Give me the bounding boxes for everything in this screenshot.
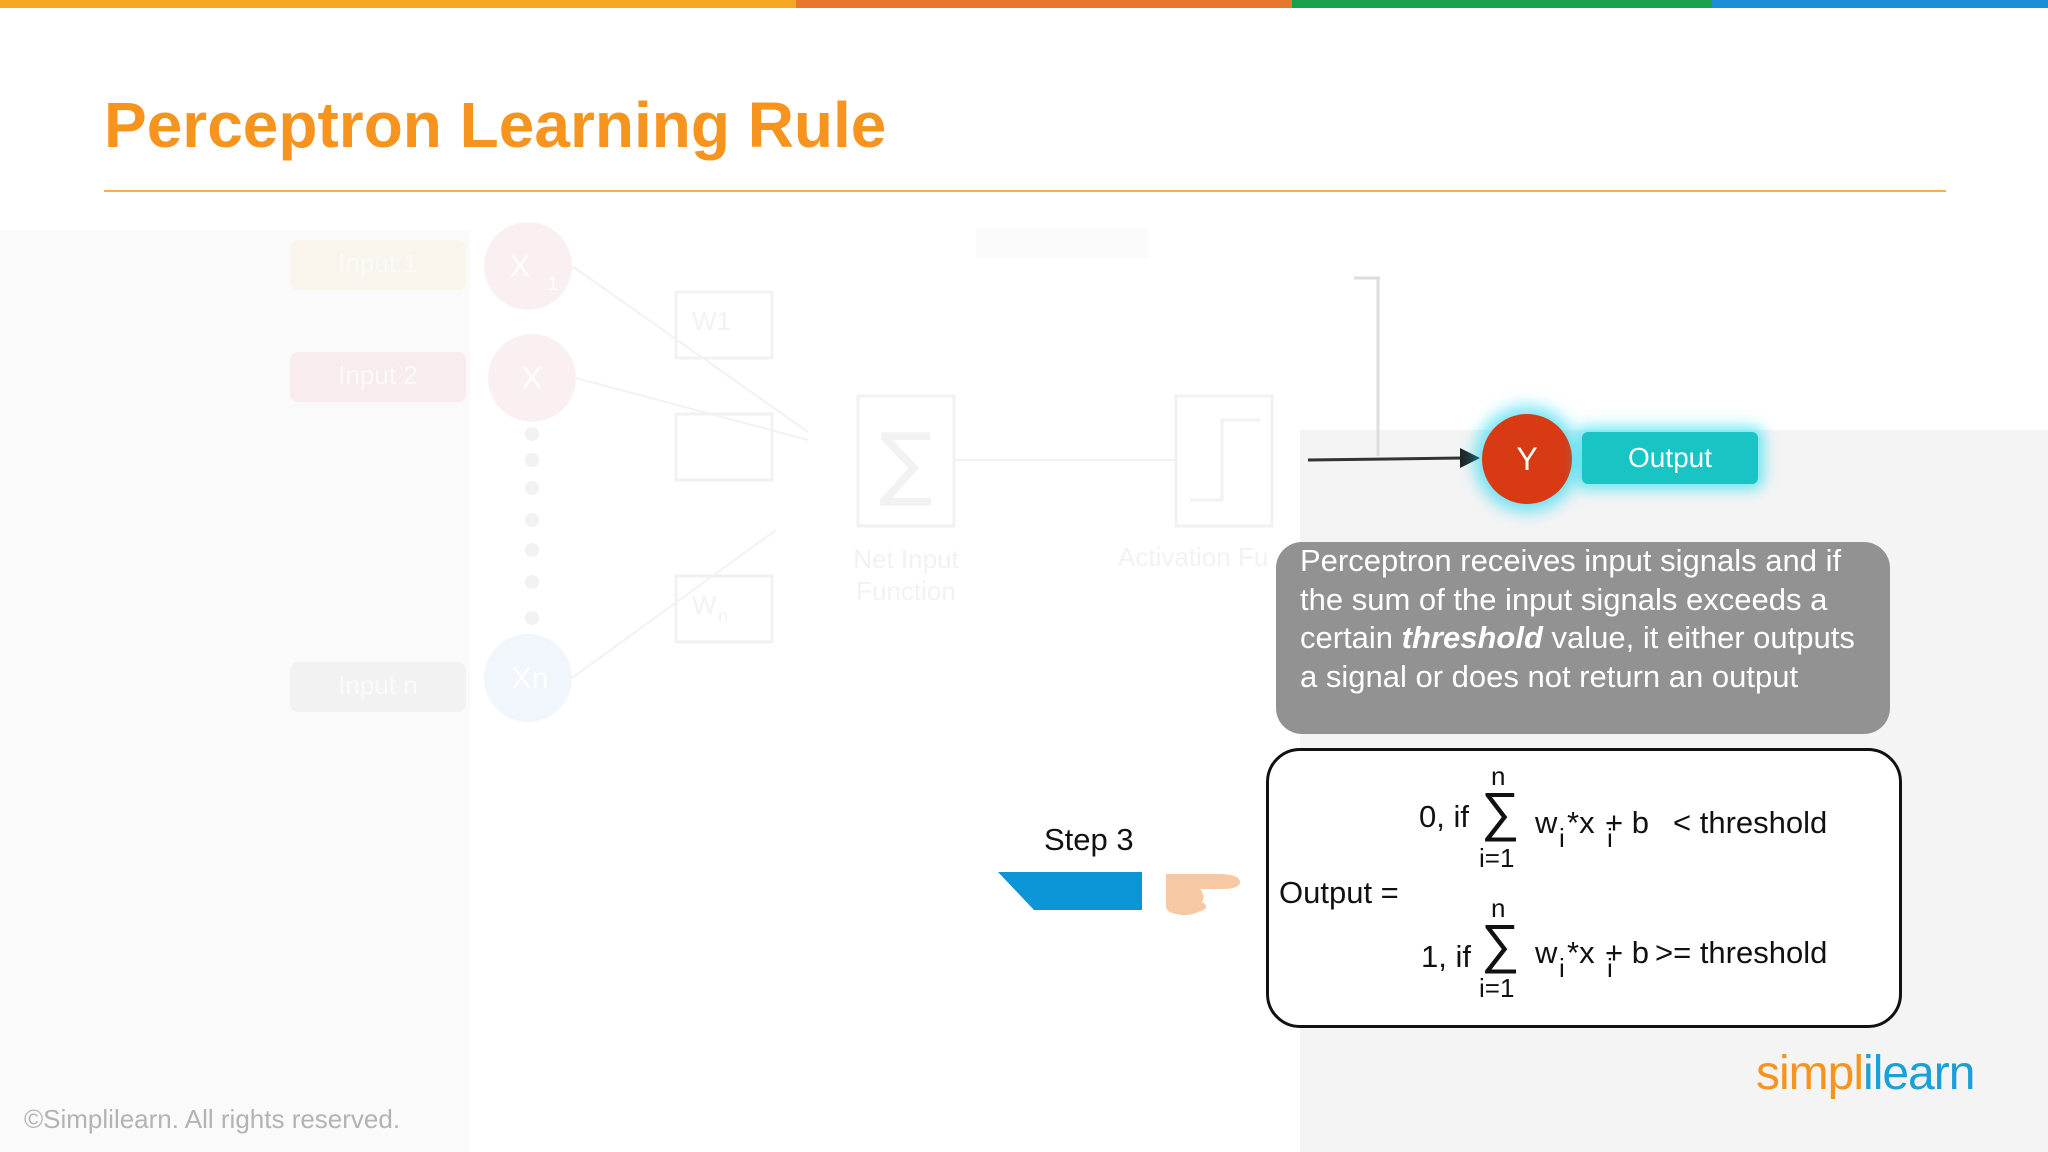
callout-emphasis: threshold	[1402, 620, 1543, 655]
case1-sum-icon: ∑	[1481, 917, 1520, 971]
case0-condition: < threshold	[1673, 805, 1827, 841]
copyright-footer: ©Simplilearn. All rights reserved.	[24, 1104, 400, 1135]
explanation-callout: Perceptron receives input signals and if…	[1276, 542, 1890, 734]
case0-sum-icon: ∑	[1481, 785, 1520, 839]
case0-prefix: 0, if	[1419, 799, 1469, 835]
case1-w-sub: i	[1559, 953, 1565, 984]
output-node-y: Y	[1482, 414, 1572, 504]
pointing-hand-icon	[990, 862, 1250, 922]
case0-star-x: *x	[1567, 805, 1595, 841]
output-label-box: Output	[1582, 432, 1758, 484]
case0-plus-b: + b	[1605, 805, 1649, 841]
case0-w: w	[1535, 805, 1557, 841]
case1-plus-b: + b	[1605, 935, 1649, 971]
case0-sum-lower: i=1	[1479, 843, 1514, 874]
case1-prefix: 1, if	[1421, 939, 1471, 975]
case1-condition: >= threshold	[1655, 935, 1827, 971]
case0-w-sub: i	[1559, 823, 1565, 854]
formula-lhs: Output =	[1279, 875, 1399, 911]
case1-star-x: *x	[1567, 935, 1595, 971]
case1-w: w	[1535, 935, 1557, 971]
case1-sum-lower: i=1	[1479, 973, 1514, 1004]
step-label: Step 3	[1044, 822, 1134, 858]
formula-box: Output = 0, if n ∑ i=1 w i *x i + b < th…	[1266, 748, 1902, 1028]
simplilearn-logo: simplilearn	[1756, 1046, 1974, 1101]
